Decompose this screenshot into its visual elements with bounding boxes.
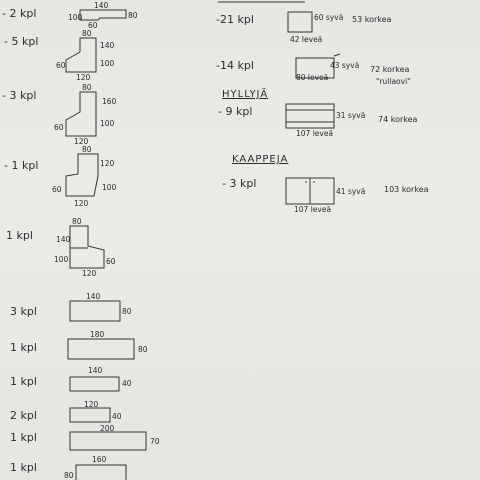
count-label: 1 kpl <box>10 431 37 444</box>
dim-label: 70 <box>150 437 160 446</box>
dim-label: 100 <box>100 119 115 128</box>
dim-label: 80 <box>128 11 138 20</box>
dim-label: 120 <box>76 73 91 82</box>
sketch-top-desk <box>79 9 127 21</box>
count-label: -14 kpl <box>216 59 254 72</box>
sketch-rect-200x70 <box>69 431 147 451</box>
dim-label: 80 <box>82 145 92 154</box>
dim-label: 80 <box>72 217 82 226</box>
dim-label: 100 <box>68 13 83 22</box>
count-label: - 1 kpl <box>4 159 39 172</box>
dim-label: 80 <box>64 471 74 480</box>
width-label: 107 leveä <box>294 205 332 214</box>
count-label: 2 kpl <box>10 409 37 422</box>
sketch-corner-desk-3 <box>65 91 97 137</box>
dim-label: 120 <box>100 159 115 168</box>
dim-label: 40 <box>122 379 132 388</box>
dim-label: 60 <box>52 185 62 194</box>
width-label: 107 leveä <box>296 129 334 138</box>
sketch-rect-140x40 <box>69 376 120 392</box>
depth-label: 43 syvä <box>330 61 360 70</box>
dim-label: 140 <box>86 292 101 301</box>
dim-label: 140 <box>100 41 115 50</box>
count-label: - 3 kpl <box>222 177 257 190</box>
count-label: -21 kpl <box>216 13 254 26</box>
depth-label: 31 syvä <box>336 111 366 120</box>
dim-label: 120 <box>82 269 97 278</box>
count-label: 1 kpl <box>6 229 33 242</box>
dim-label: 160 <box>102 97 117 106</box>
height-label: 53 korkea <box>352 15 392 24</box>
depth-label: 41 syvä <box>336 187 366 196</box>
dim-label: 60 <box>56 61 66 70</box>
dim-label: 40 <box>112 412 122 421</box>
dim-label: 60 <box>106 257 116 266</box>
dim-label: 200 <box>100 424 115 433</box>
height-label: 74 korkea <box>378 115 418 124</box>
sketch-rect-180x80 <box>67 338 135 360</box>
sketch-cabinet-42 <box>287 11 313 33</box>
depth-label: 60 syvä <box>314 13 344 22</box>
height-label: 72 korkea <box>370 65 410 74</box>
sketch-rect-120x40 <box>69 407 111 423</box>
dim-label: 100 <box>100 59 115 68</box>
dim-label: 180 <box>90 330 105 339</box>
dim-label: 80 <box>82 29 92 38</box>
dim-label: 160 <box>92 455 107 464</box>
count-label: 1 kpl <box>10 341 37 354</box>
height-label: 103 korkea <box>384 185 429 194</box>
count-label: - 5 kpl <box>4 35 39 48</box>
count-label: 3 kpl <box>10 305 37 318</box>
sketch-corner-desk-left <box>69 225 105 269</box>
sketch-cabinet-80 <box>295 57 335 79</box>
sketch-rect-160x80 <box>75 464 127 480</box>
dim-label: 120 <box>84 400 99 409</box>
count-label: - 3 kpl <box>2 89 37 102</box>
width-label: 42 leveä <box>290 35 323 44</box>
dim-label: 60 <box>54 123 64 132</box>
dim-label: 80 <box>138 345 148 354</box>
note-label: "rullaovi" <box>376 77 411 86</box>
dim-label: 120 <box>74 137 89 146</box>
dim-label: 140 <box>94 1 109 10</box>
count-label: 1 kpl <box>10 375 37 388</box>
sketch-shelf-107 <box>285 103 335 129</box>
dim-label: 80 <box>122 307 132 316</box>
count-label: 1 kpl <box>10 461 37 474</box>
dim-label: 80 <box>82 83 92 92</box>
dim-label: 60 <box>88 21 98 30</box>
sketch-corner-desk-1 <box>65 153 99 197</box>
count-label: - 2 kpl <box>2 7 37 20</box>
dim-label: 140 <box>56 235 71 244</box>
dim-label: 100 <box>54 255 69 264</box>
section-heading: HYLLYJÄ <box>222 89 269 100</box>
width-label: 80 leveä <box>296 73 329 82</box>
sketch-rect-140x80 <box>69 300 121 322</box>
sketch-corner-desk-5 <box>65 37 97 73</box>
count-label: - 9 kpl <box>218 105 253 118</box>
section-heading: KAAPPEJA <box>232 154 289 165</box>
dim-label: 120 <box>74 199 89 208</box>
dim-label: 140 <box>88 366 103 375</box>
dim-label: 100 <box>102 183 117 192</box>
